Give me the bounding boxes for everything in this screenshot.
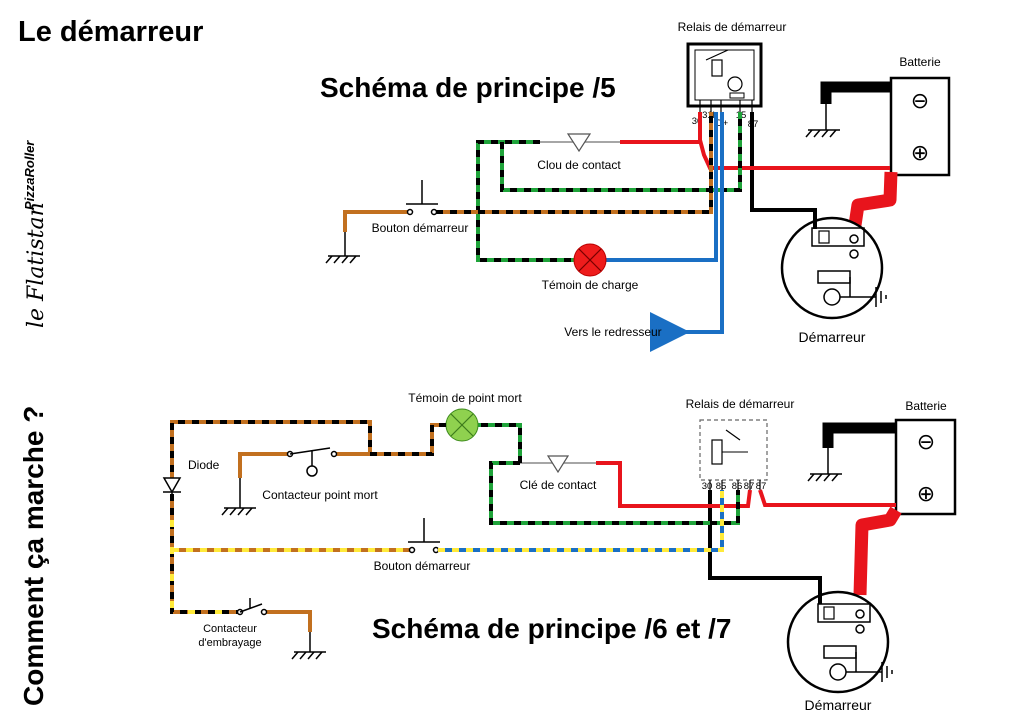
- bottom-ground-symbol-clutch: [291, 632, 326, 660]
- top-relay-box: [686, 42, 763, 112]
- top-diagram-title: Schéma de principe /5: [320, 72, 616, 103]
- diode-label: Diode: [188, 458, 220, 472]
- top-battery-positive-cable: [848, 171, 898, 226]
- bottom-neutral-switch-label: Contacteur point mort: [262, 488, 378, 502]
- top-battery-ground-cable: [820, 81, 891, 104]
- top-wire-blue-rectifier: [650, 112, 724, 352]
- bottom-ground-symbol-battery: [807, 448, 842, 482]
- bottom-battery-label: Batterie: [905, 399, 947, 413]
- bottom-battery-plus: ⊕: [917, 481, 935, 506]
- top-charge-lamp: [573, 243, 607, 277]
- bottom-wire-brown-clutch-ground: [264, 610, 312, 632]
- bottom-clutch-label-line2: d'embrayage: [198, 637, 261, 649]
- top-terminal-30: 30: [692, 116, 703, 127]
- bottom-terminal-87b: 87: [756, 481, 767, 492]
- bottom-clutch-switch: [236, 598, 268, 616]
- bottom-relay-label: Relais de démarreur: [686, 397, 795, 411]
- page-title: Le démarreur: [18, 16, 204, 48]
- top-charge-lamp-label: Témoin de charge: [542, 278, 639, 292]
- bottom-wire-brown-diode: [170, 494, 238, 614]
- top-wire-red-relay: [698, 112, 890, 170]
- top-key-switch: [540, 133, 620, 153]
- bottom-wire-brown-neutral-ground: [238, 452, 288, 478]
- bottom-relay-box: [699, 419, 768, 490]
- top-starter: [780, 216, 887, 320]
- top-start-button: [406, 180, 438, 216]
- bottom-neutral-lamp-label: Témoin de point mort: [408, 391, 522, 405]
- bottom-wire-red-87: [758, 489, 896, 507]
- bottom-start-button-label: Bouton démarreur: [374, 559, 471, 573]
- bottom-battery-positive-cable: [853, 506, 902, 596]
- bottom-neutral-lamp: [445, 408, 479, 442]
- top-rectifier-label: Vers le redresseur: [564, 325, 661, 339]
- top-wire-blue-lamp: [606, 112, 718, 262]
- bottom-key-label: Clé de contact: [520, 478, 597, 492]
- top-wire-brown-ground: [343, 210, 408, 232]
- bottom-terminal-87a: 87: [744, 481, 755, 492]
- bottom-start-button: [408, 518, 440, 554]
- bottom-diagram-title: Schéma de principe /6 et /7: [372, 613, 732, 644]
- top-starter-label: Démarreur: [799, 329, 866, 345]
- bottom-clutch-label-line1: Contacteur: [203, 623, 257, 635]
- bottom-terminal-30: 30: [702, 481, 713, 492]
- top-battery-plus: ⊕: [911, 140, 929, 165]
- top-key-label: Clou de contact: [537, 158, 621, 172]
- bottom-key-switch: [520, 455, 596, 474]
- bottom-wire-black-starter: [708, 490, 822, 604]
- top-relay-label: Relais de démarreur: [678, 20, 787, 34]
- top-start-button-label: Bouton démarreur: [372, 221, 469, 235]
- top-wire-87-starter: [750, 112, 817, 229]
- bottom-battery-ground-cable: [822, 422, 896, 448]
- bottom-battery-minus: ⊖: [917, 429, 935, 454]
- bottom-ground-symbol-neutral: [221, 478, 256, 516]
- top-ground-symbol-battery: [805, 104, 840, 138]
- top-battery: ⊖ ⊕: [889, 76, 951, 177]
- bottom-neutral-switch: [286, 447, 338, 477]
- top-ground-symbol-button: [325, 232, 360, 264]
- bottom-terminal-86: 86: [732, 481, 743, 492]
- top-battery-minus: ⊖: [911, 88, 929, 113]
- bottom-wire-red-key: [596, 461, 752, 508]
- bottom-wire-blue-yellow: [438, 490, 724, 552]
- diode-symbol: [162, 477, 182, 494]
- top-battery-label: Batterie: [899, 55, 941, 69]
- bottom-wire-green-lamp: [478, 423, 522, 463]
- bottom-battery: ⊖ ⊕: [894, 418, 957, 516]
- bottom-terminal-85: 85: [716, 481, 727, 492]
- bottom-starter: [786, 590, 893, 694]
- bottom-starter-label: Démarreur: [805, 697, 872, 713]
